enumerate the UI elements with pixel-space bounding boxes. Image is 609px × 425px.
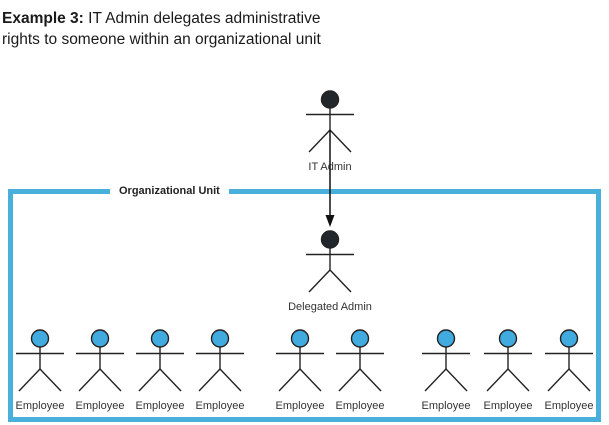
it-admin-head	[320, 90, 340, 109]
actor-delegated-admin: Delegated Admin	[270, 230, 390, 313]
employee-person-icon	[336, 329, 384, 392]
actor-employee-4: Employee	[188, 329, 252, 412]
delegated-admin-head	[320, 230, 340, 249]
employee-person-icon	[136, 329, 184, 392]
employee-label: Employee	[421, 400, 471, 412]
title-example-label: Example 3:	[2, 10, 84, 27]
employee-head	[290, 329, 310, 348]
employee-person-icon	[422, 329, 470, 392]
actor-employee-8: Employee	[476, 329, 540, 412]
actor-employee-7: Employee	[414, 329, 478, 412]
delegated-admin-label: Delegated Admin	[288, 301, 372, 313]
delegation-arrow	[325, 130, 335, 227]
employee-head	[498, 329, 518, 348]
employee-head	[30, 329, 50, 348]
employee-person-icon	[16, 329, 64, 392]
employee-label: Employee	[15, 400, 65, 412]
organizational-unit-box	[8, 189, 601, 422]
title-line-1: Example 3: IT Admin delegates administra…	[2, 8, 422, 29]
actor-employee-3: Employee	[128, 329, 192, 412]
employee-head	[90, 329, 110, 348]
actor-employee-9: Employee	[537, 329, 601, 412]
title-line1-text: IT Admin delegates administrative	[83, 10, 321, 27]
actor-employee-1: Employee	[8, 329, 72, 412]
organizational-unit-label: Organizational Unit	[110, 183, 229, 200]
actor-employee-5: Employee	[268, 329, 332, 412]
employee-label: Employee	[195, 400, 245, 412]
employee-label: Employee	[75, 400, 125, 412]
actor-it-admin: IT Admin	[298, 90, 362, 173]
employee-head	[210, 329, 230, 348]
employee-person-icon	[545, 329, 593, 392]
employee-label: Employee	[483, 400, 533, 412]
employee-person-icon	[196, 329, 244, 392]
employee-label: Employee	[135, 400, 185, 412]
employee-person-icon	[276, 329, 324, 392]
it-admin-person-icon	[306, 90, 354, 153]
employee-person-icon	[484, 329, 532, 392]
actor-employee-6: Employee	[328, 329, 392, 412]
employee-person-icon	[76, 329, 124, 392]
employee-head	[436, 329, 456, 348]
employee-label: Employee	[275, 400, 325, 412]
employee-label: Employee	[544, 400, 594, 412]
actor-employee-2: Employee	[68, 329, 132, 412]
delegated-admin-person-icon	[306, 230, 354, 293]
title-line-2: rights to someone within an organization…	[2, 31, 321, 48]
employee-label: Employee	[335, 400, 385, 412]
employee-head	[559, 329, 579, 348]
employee-head	[150, 329, 170, 348]
diagram-title: Example 3: IT Admin delegates administra…	[2, 8, 422, 50]
employee-head	[350, 329, 370, 348]
